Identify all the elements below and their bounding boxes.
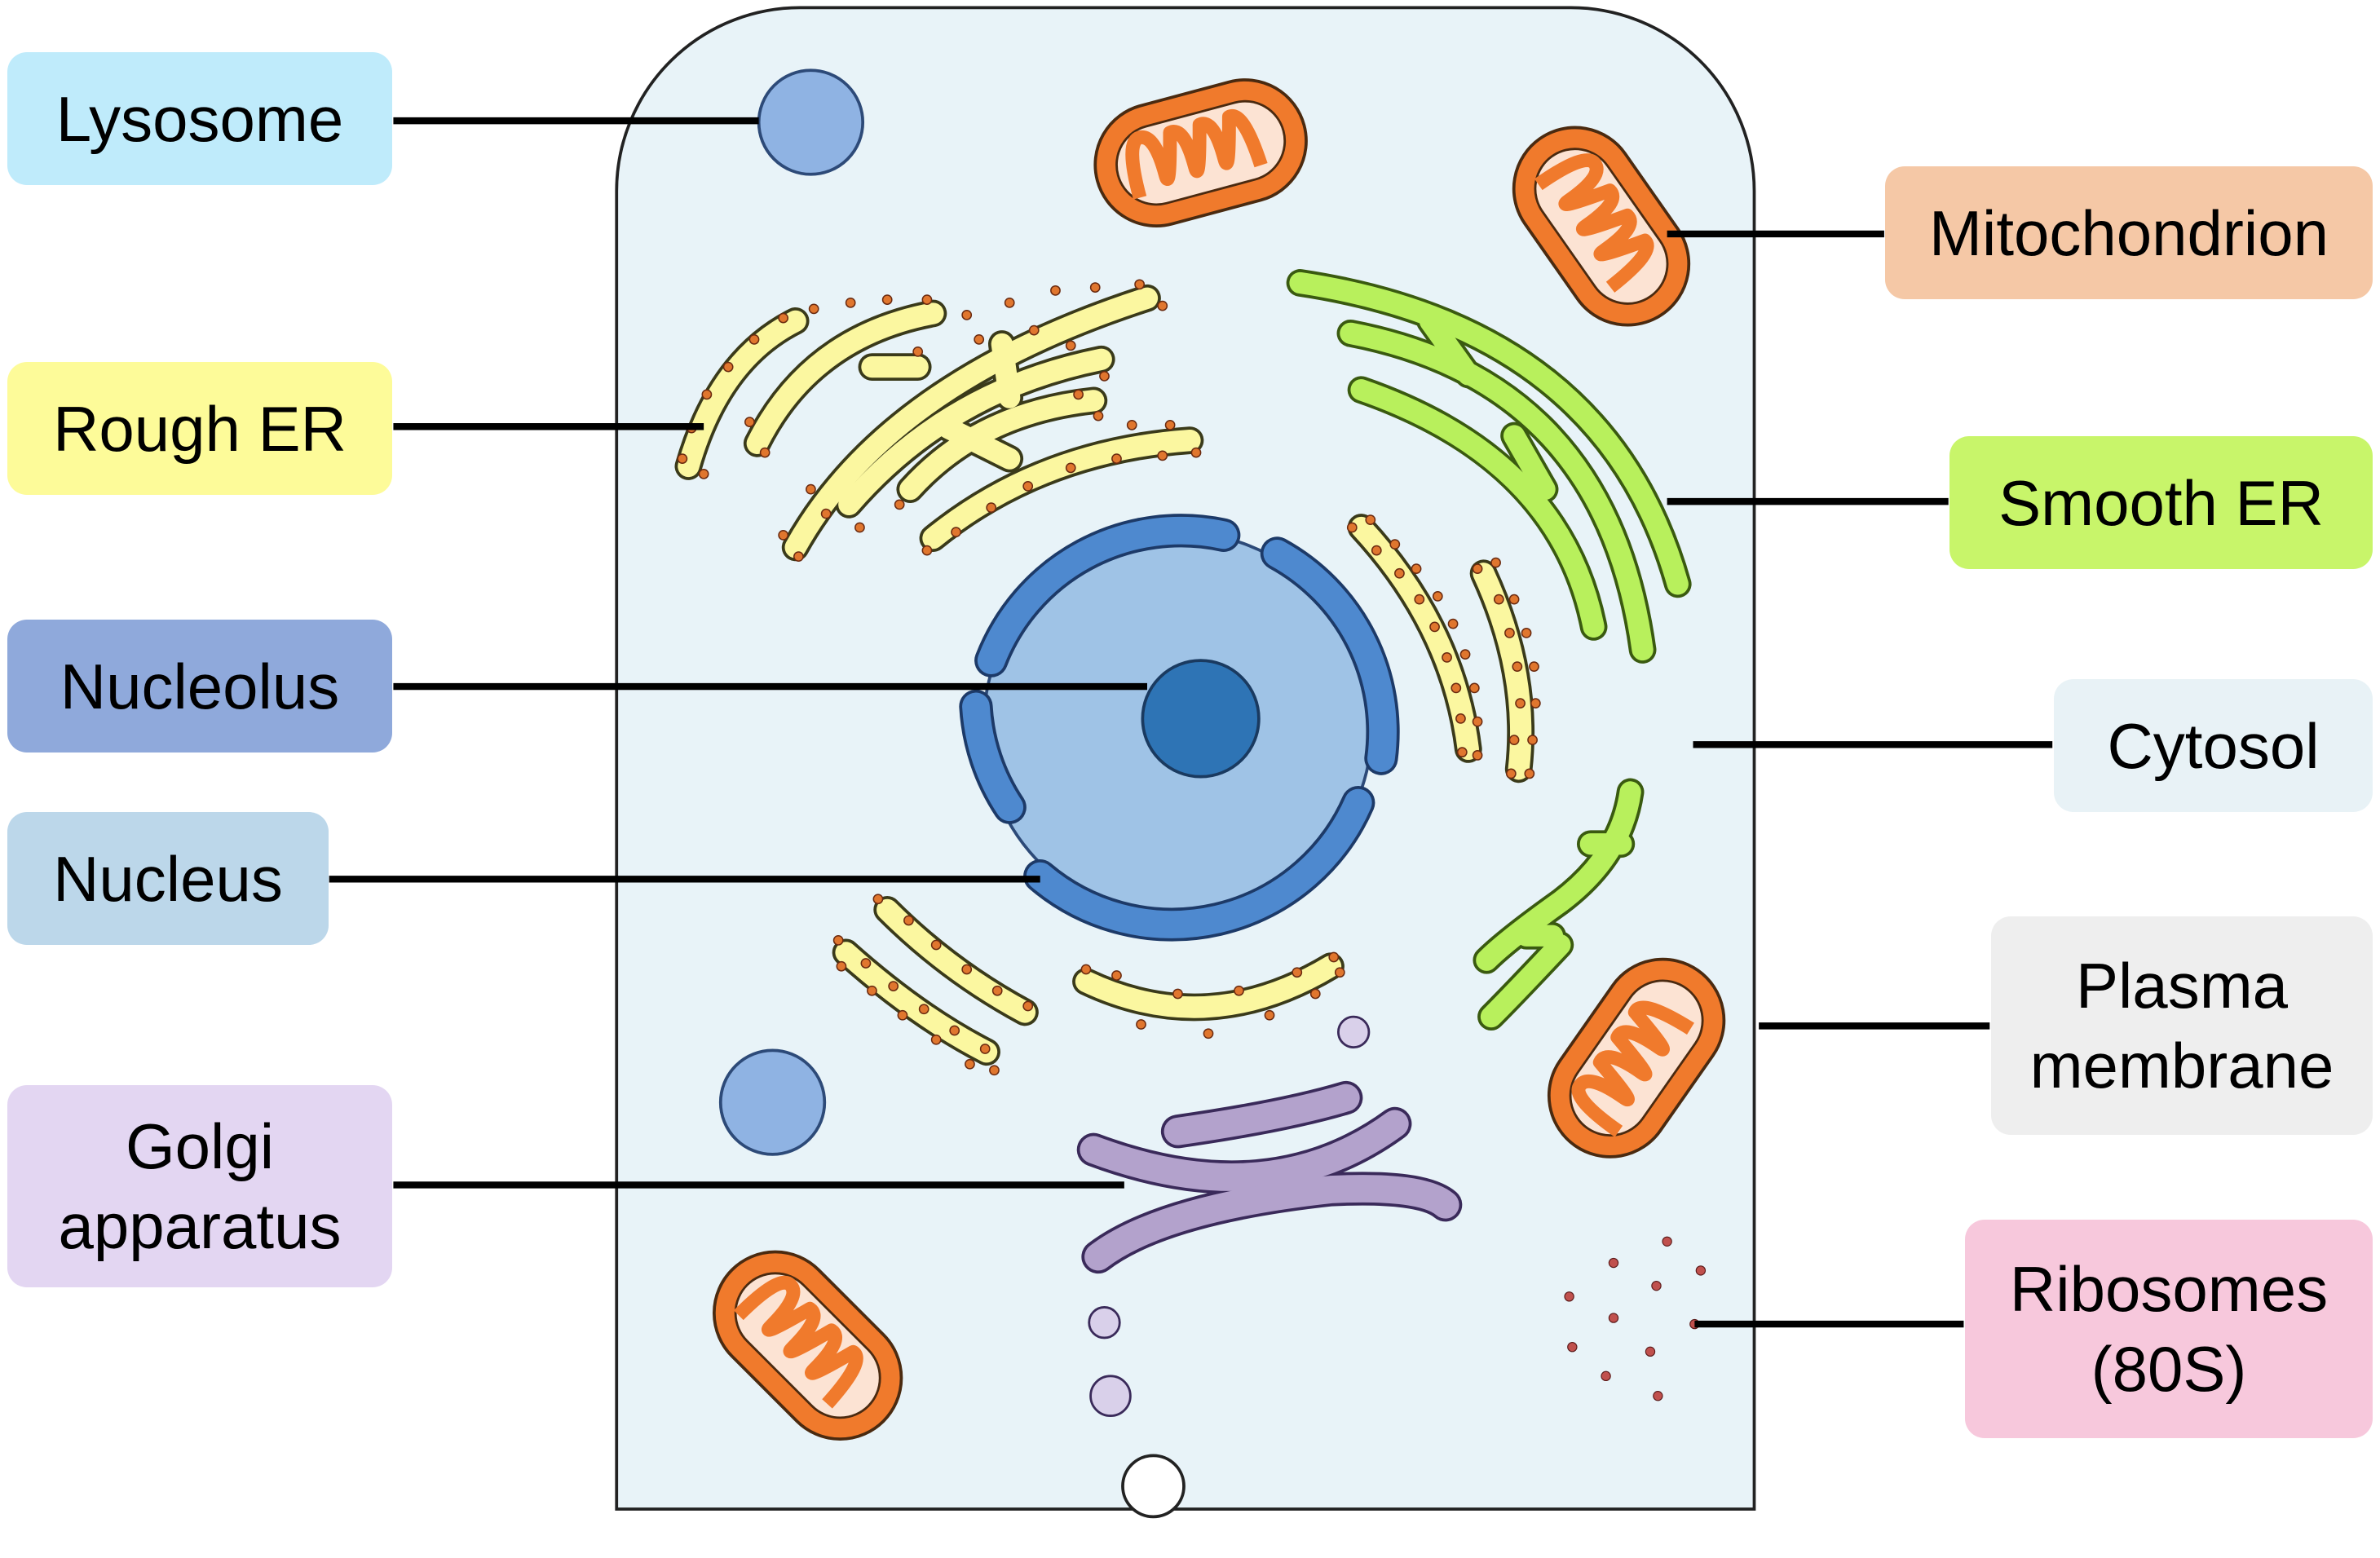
rough-er-top — [674, 279, 1204, 563]
label-text: membrane — [2029, 1030, 2334, 1101]
lysosome-top — [757, 68, 865, 176]
lysosome-bottom — [718, 1048, 827, 1156]
golgi-vesicle — [1337, 1015, 1371, 1049]
leader-lines — [329, 117, 2053, 1328]
label-text: Rough ER — [53, 392, 347, 465]
label-mitochondrion: Mitochondrion — [1885, 166, 2373, 299]
golgi-apparatus — [1076, 1080, 1463, 1274]
label-nucleolus: Nucleolus — [7, 620, 392, 753]
label-ribosomes: Ribosomes (80S) — [1965, 1220, 2373, 1438]
golgi-vesicle — [1088, 1306, 1121, 1340]
nucleolus — [1141, 659, 1261, 779]
label-text: (80S) — [2091, 1333, 2247, 1405]
label-nucleus: Nucleus — [7, 812, 329, 945]
label-text: Smooth ER — [1998, 466, 2324, 539]
label-text: Mitochondrion — [1929, 196, 2329, 269]
smooth-er — [1286, 269, 1692, 1031]
nuclear-envelope — [959, 514, 1400, 942]
label-text: Nucleus — [53, 842, 283, 915]
label-text: Nucleolus — [60, 650, 340, 722]
label-cytosol: Cytosol — [2054, 679, 2373, 812]
label-golgi-apparatus: Golgi apparatus — [7, 1085, 392, 1287]
label-text: Cytosol — [2107, 709, 2320, 782]
label-text: Golgi — [125, 1110, 275, 1182]
label-smooth-er: Smooth ER — [1949, 436, 2373, 569]
label-lysosome: Lysosome — [7, 52, 392, 185]
label-text: Lysosome — [55, 82, 344, 155]
label-plasma-membrane: Plasma membrane — [1991, 916, 2373, 1135]
rough-er-right — [1346, 514, 1541, 783]
label-text: apparatus — [58, 1190, 342, 1262]
label-text: Ribosomes — [2009, 1253, 2329, 1325]
pore-notch — [1121, 1454, 1186, 1519]
label-rough-er: Rough ER — [7, 362, 392, 495]
golgi-vesicle — [1089, 1375, 1132, 1417]
rough-er-bottom — [832, 894, 1345, 1076]
label-text: Plasma — [2075, 950, 2289, 1022]
